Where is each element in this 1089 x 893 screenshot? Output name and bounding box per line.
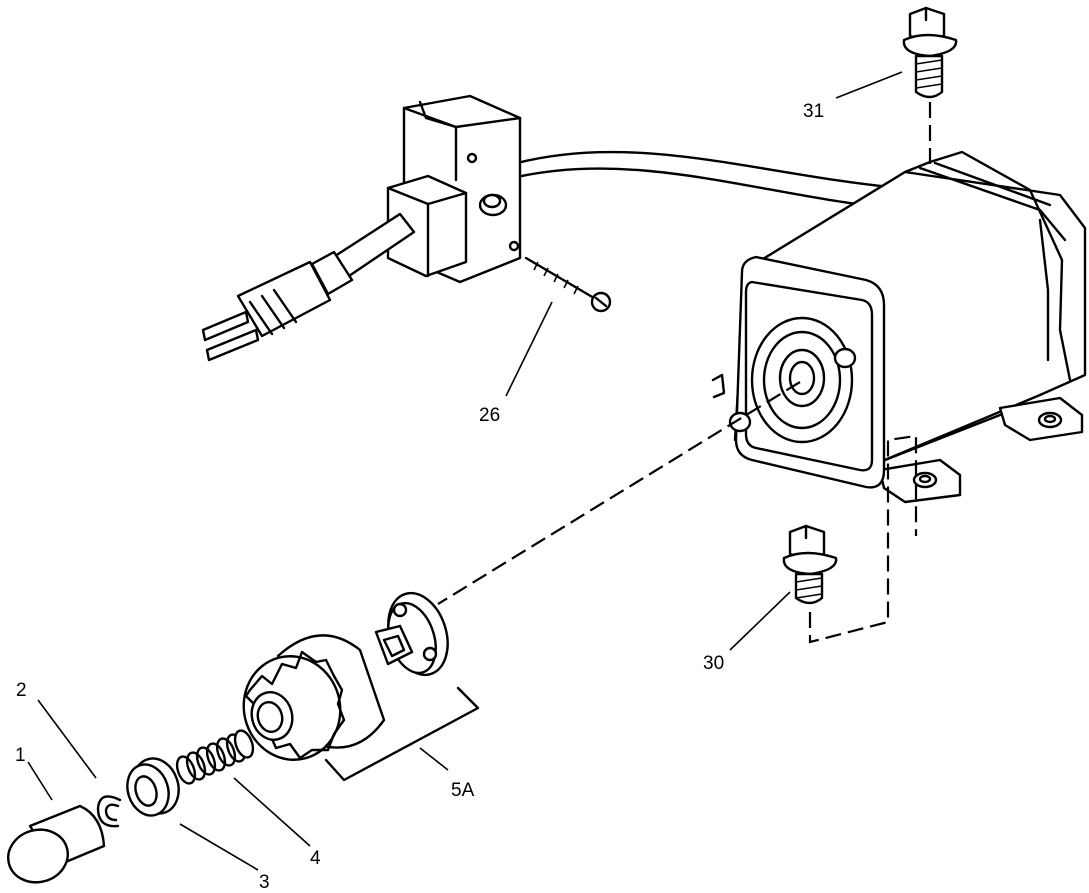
bolt-30 — [782, 524, 838, 605]
pinion-gear — [242, 634, 386, 761]
leader-lines — [27, 71, 903, 871]
spring — [175, 729, 255, 785]
callout-4: 4 — [310, 848, 321, 869]
leader-3 — [179, 823, 259, 871]
end-cap — [7, 804, 106, 884]
callout-3: 3 — [259, 872, 270, 893]
leader-30 — [729, 591, 791, 651]
starter-motor — [711, 150, 1087, 504]
switch-box — [386, 94, 522, 284]
bolt-30-alignment-line — [808, 434, 918, 644]
leader-1 — [27, 761, 53, 801]
callout-1: 1 — [15, 745, 26, 766]
leader-5a — [419, 747, 449, 771]
leader-2 — [37, 699, 97, 779]
drive-flange — [374, 591, 449, 677]
retaining-ring — [96, 795, 122, 828]
leader-31 — [835, 71, 903, 99]
callout-26: 26 — [479, 405, 500, 426]
leader-4 — [233, 777, 311, 847]
stop-collar — [126, 757, 180, 817]
callout-2: 2 — [16, 680, 27, 701]
screw-26 — [524, 256, 612, 313]
callout-5a: 5A — [451, 780, 475, 801]
plug — [201, 212, 416, 362]
power-cord — [515, 150, 902, 210]
callout-31: 31 — [803, 101, 824, 122]
bolt-31 — [902, 6, 958, 99]
part-5a-bracket — [324, 686, 480, 782]
shaft-alignment-line — [437, 381, 801, 605]
callout-30: 30 — [703, 653, 724, 674]
leader-26 — [505, 301, 553, 397]
